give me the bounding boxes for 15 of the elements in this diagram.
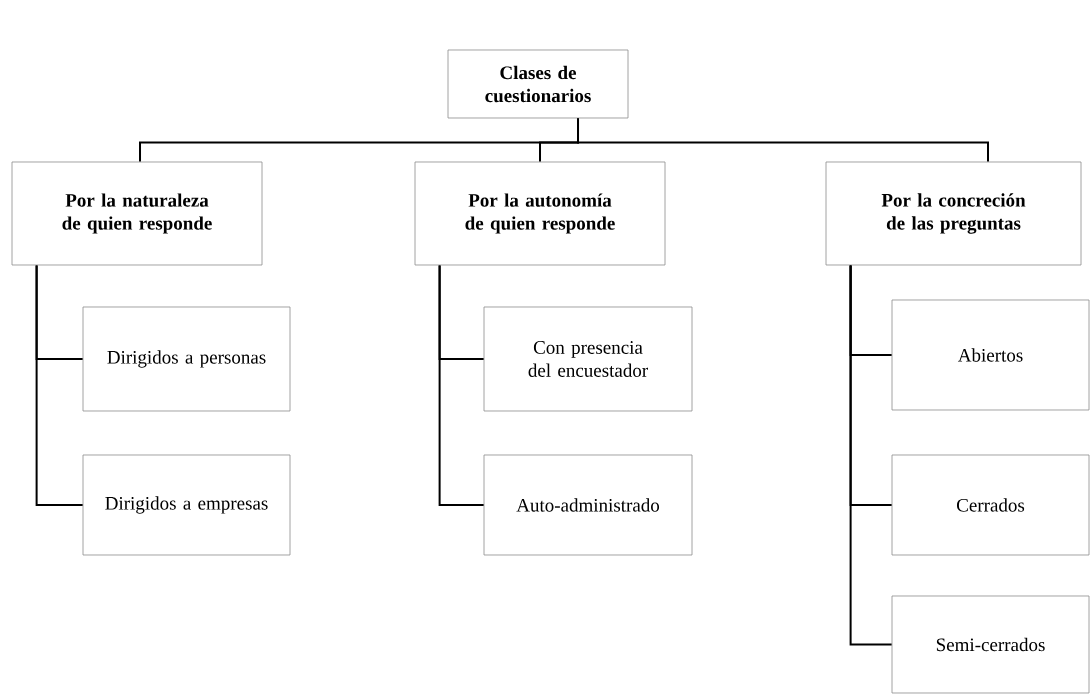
connector-line bbox=[849, 264, 893, 646]
category-box: Por la concreción de las preguntas bbox=[825, 161, 1082, 266]
connector-line bbox=[35, 264, 84, 506]
item-box: Cerrados bbox=[891, 454, 1090, 556]
item-box: Auto-administrado bbox=[483, 454, 693, 556]
item-box: Semi-cerrados bbox=[891, 595, 1090, 694]
item-box: Abiertos bbox=[891, 299, 1090, 411]
item-box: Con presencia del encuestador bbox=[483, 306, 693, 412]
item-box: Dirigidos a personas bbox=[82, 306, 291, 412]
category-box: Clases de cuestionarios bbox=[447, 49, 629, 119]
item-box: Dirigidos a empresas bbox=[82, 454, 291, 556]
connector-line bbox=[438, 264, 485, 506]
connector-line bbox=[577, 117, 989, 163]
category-box: Por la naturaleza de quien responde bbox=[11, 161, 263, 266]
category-box: Por la autonomía de quien responde bbox=[414, 161, 666, 266]
